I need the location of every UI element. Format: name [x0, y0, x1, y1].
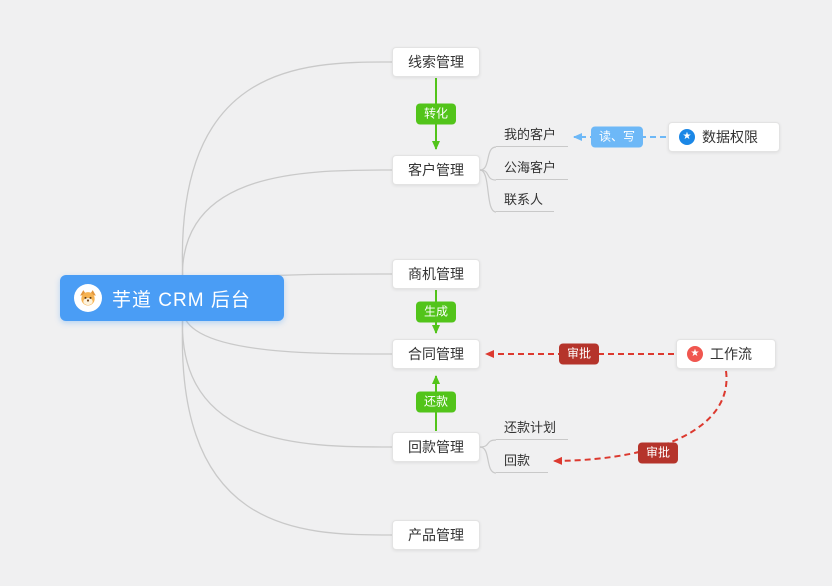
node-workflow[interactable]: ★ 工作流: [676, 339, 776, 369]
edge-badge-repay: 还款: [415, 391, 457, 413]
edge-badge-convert: 转化: [415, 103, 457, 125]
leaf-my-customers[interactable]: 我的客户: [496, 123, 568, 147]
leaf-payment[interactable]: 回款: [496, 449, 548, 473]
data-permission-label: 数据权限: [702, 129, 758, 145]
node-data-permission[interactable]: ★ 数据权限: [668, 122, 780, 152]
edge-root-product: [181, 297, 393, 536]
star-icon: ★: [687, 346, 703, 362]
edge-badge-read-write: 读、写: [590, 126, 644, 148]
edge-receivable-payment: [479, 446, 497, 474]
edge-badge-approve-contract: 审批: [558, 343, 600, 365]
leaf-public-sea-customers[interactable]: 公海客户: [496, 156, 568, 180]
edge-badge-approve-receivable: 审批: [637, 442, 679, 464]
node-customer-management[interactable]: 客户管理: [392, 155, 480, 185]
edge-badge-generate: 生成: [415, 301, 457, 323]
leaf-connector-edges: [479, 146, 497, 474]
edge-root-customer: [181, 169, 393, 299]
root-node-label: 芋道 CRM 后台: [112, 289, 251, 311]
leaf-repayment-plan[interactable]: 还款计划: [496, 416, 568, 440]
dog-logo-icon: [74, 284, 102, 312]
edge-root-lead: [181, 61, 393, 299]
edge-root-receivable: [181, 297, 393, 448]
node-contract-management[interactable]: 合同管理: [392, 339, 480, 369]
node-lead-management[interactable]: 线索管理: [392, 47, 480, 77]
leaf-contacts[interactable]: 联系人: [496, 188, 554, 212]
edge-customer-contact: [479, 169, 497, 213]
arrow-workflow-to-payment: [553, 370, 728, 465]
edge-receivable-plan: [479, 439, 497, 448]
star-icon: ★: [679, 129, 695, 145]
node-receivable-management[interactable]: 回款管理: [392, 432, 480, 462]
edge-customer-my: [479, 146, 497, 171]
red-approval-arrows: [485, 350, 728, 465]
root-node-crm[interactable]: 芋道 CRM 后台: [60, 275, 284, 321]
workflow-label: 工作流: [710, 346, 752, 362]
node-business-management[interactable]: 商机管理: [392, 259, 480, 289]
node-product-management[interactable]: 产品管理: [392, 520, 480, 550]
